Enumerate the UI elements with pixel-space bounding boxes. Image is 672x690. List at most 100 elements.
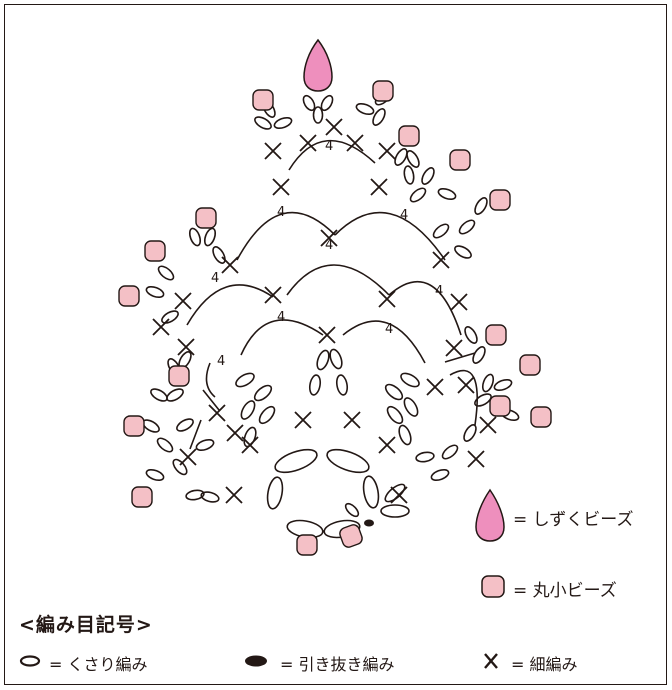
chain-stitch xyxy=(274,448,318,474)
chain-stitch xyxy=(481,373,495,393)
small-bead xyxy=(123,415,145,437)
arch-count: 4 xyxy=(435,284,443,299)
chain-stitch xyxy=(254,116,272,130)
chain-arch xyxy=(236,211,336,261)
chain-stitch xyxy=(145,468,165,482)
chain-stitch xyxy=(344,502,360,518)
chain-stitch xyxy=(458,219,476,235)
chain-stitch xyxy=(156,437,174,453)
single-crochet-mark xyxy=(467,450,485,468)
chain-stitch xyxy=(464,326,478,344)
single-crochet-mark xyxy=(264,142,282,160)
chain-stitch-icon xyxy=(19,655,41,667)
chain-stitch xyxy=(362,475,380,509)
chain-stitch xyxy=(161,310,179,324)
small-bead xyxy=(168,365,190,387)
chain-stitch xyxy=(474,197,488,215)
chain-stitch xyxy=(432,223,450,239)
chain-stitch xyxy=(398,424,412,446)
single-crochet-mark xyxy=(318,326,336,344)
single-crochet-mark xyxy=(299,134,317,152)
chain-arch xyxy=(288,139,376,171)
chain-stitch xyxy=(472,346,486,364)
chain-stitch xyxy=(430,468,450,482)
single-crochet-mark xyxy=(208,404,226,422)
chain-stitch xyxy=(258,405,276,425)
connector-line xyxy=(189,352,476,450)
chain-stitch xyxy=(493,378,513,392)
single-crochet-mark xyxy=(479,416,497,434)
single-crochet-label: = 細編み xyxy=(511,655,578,674)
arch-count: 4 xyxy=(385,322,393,337)
small-bead xyxy=(144,240,166,262)
chain-stitch xyxy=(403,165,415,185)
chain-arch xyxy=(186,284,274,326)
single-crochet-mark xyxy=(325,118,343,136)
single-crochet-mark xyxy=(225,486,243,504)
chain-stitch xyxy=(200,491,220,503)
chain-stitch xyxy=(384,383,404,401)
chain-stitch xyxy=(386,405,404,425)
single-crochet-mark xyxy=(343,411,361,429)
chain-stitch xyxy=(421,167,435,185)
chain-stitch xyxy=(308,374,322,396)
single-crochet-mark xyxy=(346,134,364,152)
chain-stitch xyxy=(166,388,184,402)
chain-stitch xyxy=(212,246,226,264)
chain-stitch xyxy=(203,227,217,247)
small-bead xyxy=(485,324,507,346)
small-bead xyxy=(489,395,511,417)
small-bead xyxy=(296,534,318,556)
single-crochet-mark xyxy=(264,286,282,304)
chain-stitch xyxy=(441,444,459,460)
stitch-symbols-title: <編み目記号> xyxy=(19,614,153,636)
chain-stitch xyxy=(326,448,370,474)
chain-stitch xyxy=(195,438,215,452)
chain-stitch xyxy=(372,108,386,126)
single-crochet-mark xyxy=(294,411,312,429)
small-bead xyxy=(339,524,363,548)
chain-stitch-label: = くさり編み xyxy=(49,655,148,674)
single-crochet-mark xyxy=(457,376,475,394)
chain-stitch xyxy=(463,424,477,442)
chain-stitch xyxy=(172,458,188,476)
small-bead xyxy=(372,80,394,102)
chain-arch xyxy=(286,264,390,296)
single-crochet-mark xyxy=(177,338,195,356)
chain-arch xyxy=(388,280,462,336)
single-crochet-icon xyxy=(484,653,498,669)
small-bead xyxy=(530,406,552,428)
chain-stitch xyxy=(403,397,419,417)
chain-stitch xyxy=(437,187,457,201)
chain-arch xyxy=(205,362,216,398)
chain-stitch xyxy=(320,94,334,112)
small-bead xyxy=(449,149,471,171)
chain-stitch xyxy=(157,265,175,281)
single-crochet-mark xyxy=(426,378,444,396)
small-bead xyxy=(131,486,153,508)
chain-stitch xyxy=(266,476,284,510)
single-crochet-mark xyxy=(226,424,244,442)
chain-stitch xyxy=(302,94,316,112)
single-crochet-mark xyxy=(432,251,450,269)
chain-arch xyxy=(342,320,426,364)
slip-stitch-mark xyxy=(364,519,374,527)
chain-stitch xyxy=(329,348,343,370)
chain-stitch xyxy=(150,388,168,402)
arch-count: 4 xyxy=(325,238,333,253)
single-crochet-mark xyxy=(174,292,192,310)
small-bead xyxy=(252,89,274,111)
arch-count: 4 xyxy=(400,208,408,223)
arch-count: 4 xyxy=(217,354,225,369)
small-bead xyxy=(519,354,541,376)
chain-stitch xyxy=(312,106,324,124)
single-crochet-mark xyxy=(378,436,396,454)
chain-stitch xyxy=(316,349,330,371)
arch-count: 4 xyxy=(325,139,333,154)
arch-count: 4 xyxy=(277,310,285,325)
chain-arch xyxy=(240,319,324,356)
chain-stitch xyxy=(406,150,420,168)
chain-stitch xyxy=(380,504,410,518)
